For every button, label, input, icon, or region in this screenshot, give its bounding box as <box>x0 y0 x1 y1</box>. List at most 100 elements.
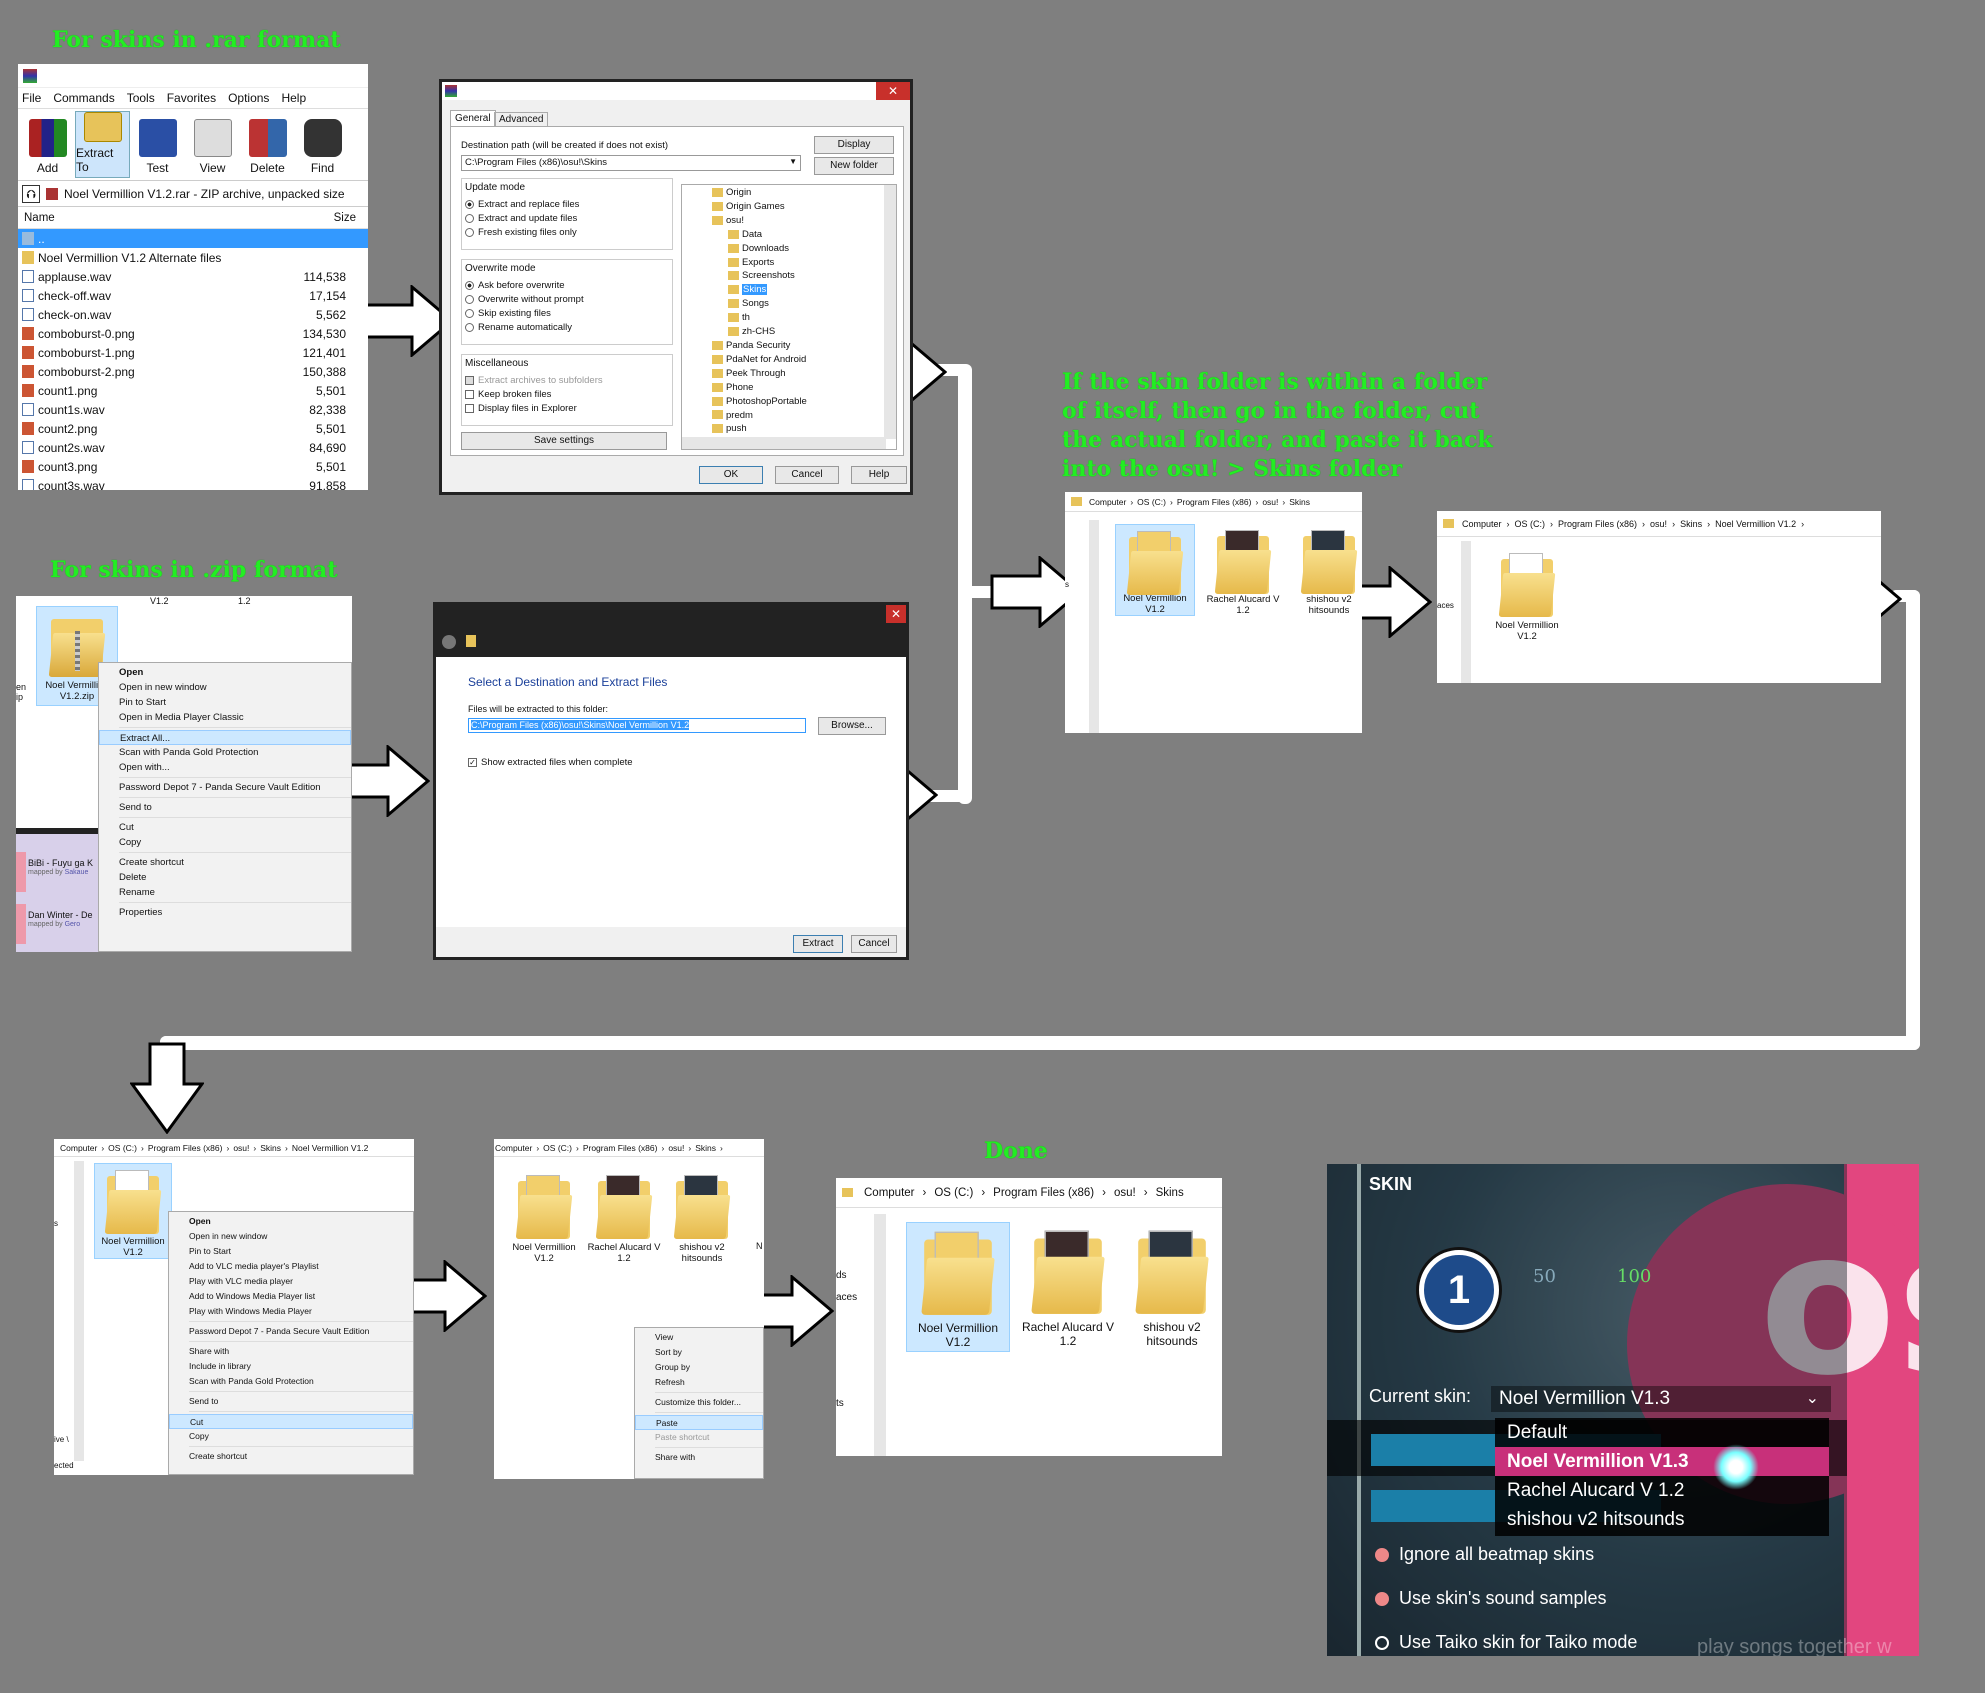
display-button[interactable]: Display <box>814 136 894 154</box>
crumb[interactable]: OS (C:) <box>108 1142 137 1153</box>
skin-dropdown[interactable]: Noel Vermillion V1.3 ⌄ <box>1491 1386 1831 1412</box>
ctx-send-to[interactable]: Send to <box>119 802 152 813</box>
test-button[interactable]: Test <box>130 111 185 178</box>
crumb[interactable]: osu! <box>1262 496 1279 507</box>
extract-path-input[interactable]: C:\Program Files (x86)\osu!\Skins\Noel V… <box>468 718 806 733</box>
ctx-refresh[interactable]: Refresh <box>655 1377 685 1387</box>
crumb[interactable]: osu! <box>233 1142 250 1153</box>
tree-item[interactable]: th <box>712 311 896 325</box>
radio-rename-auto[interactable]: Rename automatically <box>465 320 669 334</box>
breadcrumb[interactable]: Computer› OS (C:)› Program Files (x86)› … <box>1437 511 1881 537</box>
crumb[interactable]: Skins <box>1155 1186 1184 1199</box>
crumb[interactable]: OS (C:) <box>1514 518 1546 529</box>
crumb[interactable]: Program Files (x86) <box>582 1142 658 1153</box>
browse-button[interactable]: Browse... <box>818 717 886 735</box>
skin-option-noel-selected[interactable]: Noel Vermillion V1.3 <box>1495 1447 1829 1476</box>
folder-noel[interactable]: Noel Vermillion V1.2 <box>508 1173 580 1269</box>
help-button[interactable]: Help <box>851 466 907 484</box>
skin-option-rachel[interactable]: Rachel Alucard V 1.2 <box>1507 1480 1685 1501</box>
menu-tools[interactable]: Tools <box>126 91 155 105</box>
close-button[interactable]: ✕ <box>886 605 906 623</box>
folder-tree[interactable]: Origin Origin Games osu! Data Downloads … <box>681 184 897 450</box>
back-button[interactable] <box>442 635 456 649</box>
ctx-pin-start[interactable]: Pin to Start <box>119 697 166 708</box>
crumb[interactable]: Skins <box>1289 496 1311 507</box>
menu-help[interactable]: Help <box>281 91 307 105</box>
ctx-send-to[interactable]: Send to <box>189 1396 219 1406</box>
save-settings-button[interactable]: Save settings <box>461 432 667 450</box>
crumb[interactable]: Skins <box>1680 518 1703 529</box>
crumb[interactable]: Program Files (x86) <box>147 1142 223 1153</box>
ctx-cut[interactable]: Cut <box>169 1414 413 1429</box>
new-folder-button[interactable]: New folder <box>814 157 894 175</box>
folder-shishou[interactable]: shishou v2 hitsounds <box>666 1173 738 1269</box>
view-button[interactable]: View <box>185 111 240 178</box>
crumb[interactable]: Program Files (x86) <box>1558 518 1638 529</box>
tab-general[interactable]: General <box>450 110 496 126</box>
ctx-view[interactable]: View <box>655 1332 674 1342</box>
ctx-paste-shortcut[interactable]: Paste shortcut <box>655 1432 710 1442</box>
folder-noel[interactable]: Noel Vermillion V1.2 <box>1115 524 1195 616</box>
check-show-files[interactable]: ✓Show extracted files when complete <box>468 755 633 769</box>
tree-item[interactable]: Screenshots <box>712 269 896 283</box>
ctx-open-new-window[interactable]: Open in new window <box>189 1231 268 1241</box>
tree-item[interactable]: PhotoshopPortable <box>712 395 896 409</box>
crumb[interactable]: OS (C:) <box>1137 496 1166 507</box>
tree-scrollbar[interactable] <box>884 185 896 439</box>
add-button[interactable]: Add <box>20 111 75 178</box>
ctx-password-depot[interactable]: Password Depot 7 - Panda Secure Vault Ed… <box>119 782 321 793</box>
tree-item[interactable]: push <box>712 422 896 436</box>
toggle-sound-samples[interactable]: Use skin's sound samples <box>1375 1588 1607 1609</box>
nav-scrollbar[interactable] <box>1461 541 1471 683</box>
dest-path-input[interactable]: C:\Program Files (x86)\osu!\Skins ▼ <box>461 155 801 171</box>
folder-shishou[interactable]: shishou v2 hitsounds <box>1289 524 1362 616</box>
ctx-open-mpc[interactable]: Open in Media Player Classic <box>119 712 244 723</box>
list-item[interactable]: Noel Vermillion V1.2 Alternate files <box>18 248 368 267</box>
chevron-down-icon[interactable]: ▼ <box>789 157 797 166</box>
breadcrumb[interactable]: Computer› OS (C:)› Program Files (x86)› … <box>54 1139 414 1157</box>
tree-item[interactable]: Origin Games <box>712 200 896 214</box>
ctx-group-by[interactable]: Group by <box>655 1362 690 1372</box>
tree-item[interactable]: Downloads <box>712 242 896 256</box>
find-button[interactable]: Find <box>295 111 350 178</box>
cancel-button[interactable]: Cancel <box>775 466 839 484</box>
check-display-explorer[interactable]: Display files in Explorer <box>465 401 669 415</box>
ctx-include-library[interactable]: Include in library <box>189 1361 251 1371</box>
crumb[interactable]: Computer <box>1089 496 1127 507</box>
ctx-delete[interactable]: Delete <box>119 872 147 883</box>
col-name[interactable]: Name <box>24 211 55 224</box>
crumb[interactable]: Computer <box>1462 518 1502 529</box>
tree-item[interactable]: Data <box>712 228 896 242</box>
ctx-cut[interactable]: Cut <box>119 822 134 833</box>
ctx-pin-start[interactable]: Pin to Start <box>189 1246 232 1256</box>
ctx-open[interactable]: Open <box>119 667 144 678</box>
folder-shishou[interactable]: shishou v2 hitsounds <box>1122 1222 1222 1352</box>
toggle-ignore-skins[interactable]: Ignore all beatmap skins <box>1375 1544 1594 1565</box>
crumb[interactable]: osu! <box>1650 518 1668 529</box>
radio-skip-existing[interactable]: Skip existing files <box>465 306 669 320</box>
crumb[interactable]: OS (C:) <box>543 1142 572 1153</box>
tree-item[interactable]: Origin <box>712 186 896 200</box>
ctx-open-with[interactable]: Open with... <box>119 762 170 773</box>
menu-favorites[interactable]: Favorites <box>166 91 217 105</box>
crumb[interactable]: Noel Vermillion V1.2 <box>1715 518 1797 529</box>
ctx-create-shortcut[interactable]: Create shortcut <box>189 1451 248 1461</box>
list-item-up[interactable]: .. <box>18 229 368 248</box>
close-button[interactable]: ✕ <box>876 82 910 100</box>
tree-item[interactable]: Panda Security <box>712 339 896 353</box>
ctx-scan-panda[interactable]: Scan with Panda Gold Protection <box>189 1376 314 1386</box>
crumb[interactable]: OS (C:) <box>934 1186 974 1199</box>
crumb[interactable]: Program Files (x86) <box>1176 496 1252 507</box>
radio-extract-replace[interactable]: Extract and replace files <box>465 197 669 211</box>
crumb[interactable]: Noel Vermillion V1.2 <box>291 1142 369 1153</box>
ctx-customize-folder[interactable]: Customize this folder... <box>655 1397 741 1407</box>
